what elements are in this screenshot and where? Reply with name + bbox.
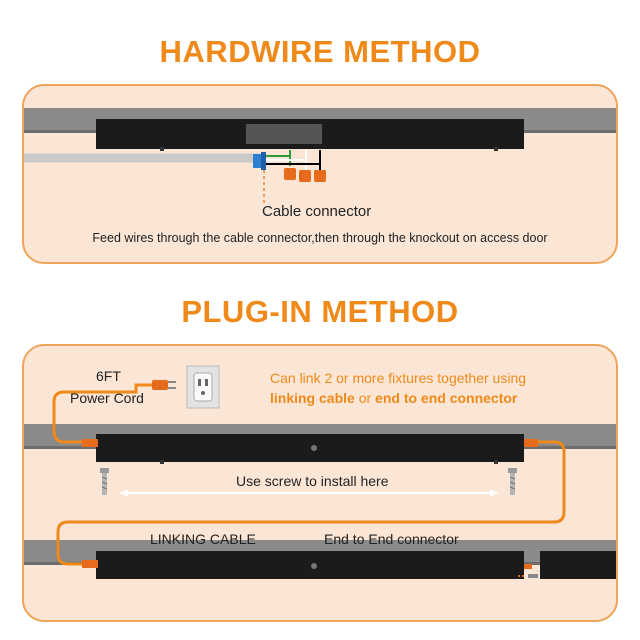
access-door (246, 124, 322, 144)
power-cord-label: Power Cord (70, 390, 144, 406)
linking-cable (56, 440, 566, 566)
link-text-prefix: Can link 2 or more fixtures together usi… (270, 370, 527, 386)
plug-icon (152, 380, 176, 390)
link-cable-text: linking cable (270, 390, 355, 406)
power-cord-length: 6FT (96, 368, 121, 384)
fixture-2 (96, 551, 524, 579)
end-connector-text: end to end connector (375, 390, 518, 406)
outlet-icon (186, 365, 220, 409)
wire-nut-icon (284, 168, 326, 182)
plugin-title: PLUG-IN METHOD (181, 294, 459, 329)
link-text-line2: linking cable or end to end connector (270, 388, 526, 408)
cable-connector-icon (253, 152, 266, 170)
cable-connector-label: Cable connector (262, 203, 372, 220)
fixture-3 (540, 551, 616, 579)
link-description: Can link 2 or more fixtures together usi… (270, 368, 526, 408)
end-to-end-connector-icon (518, 574, 538, 578)
fixture-1 (96, 434, 524, 462)
hardwire-title: HARDWIRE METHOD (159, 34, 481, 69)
power-cord (52, 383, 152, 444)
hardwire-panel: Cable connector Feed wires through the c… (22, 84, 618, 264)
screw-label: Use screw to install here (236, 473, 389, 489)
hardwire-caption: Feed wires through the cable connector,t… (92, 231, 548, 245)
screw-icon (100, 468, 109, 495)
hardwire-diagram (24, 108, 616, 204)
end-to-end-label: End to End connector (324, 531, 459, 547)
screw-icon (508, 468, 517, 495)
plugin-diagram (24, 365, 616, 579)
dimension-arrow (120, 489, 498, 497)
linking-cable-label: LINKING CABLE (150, 531, 256, 547)
plugin-panel: 6FT Power Cord Can link 2 or more fixtur… (22, 344, 618, 622)
link-or-text: or (354, 390, 376, 406)
